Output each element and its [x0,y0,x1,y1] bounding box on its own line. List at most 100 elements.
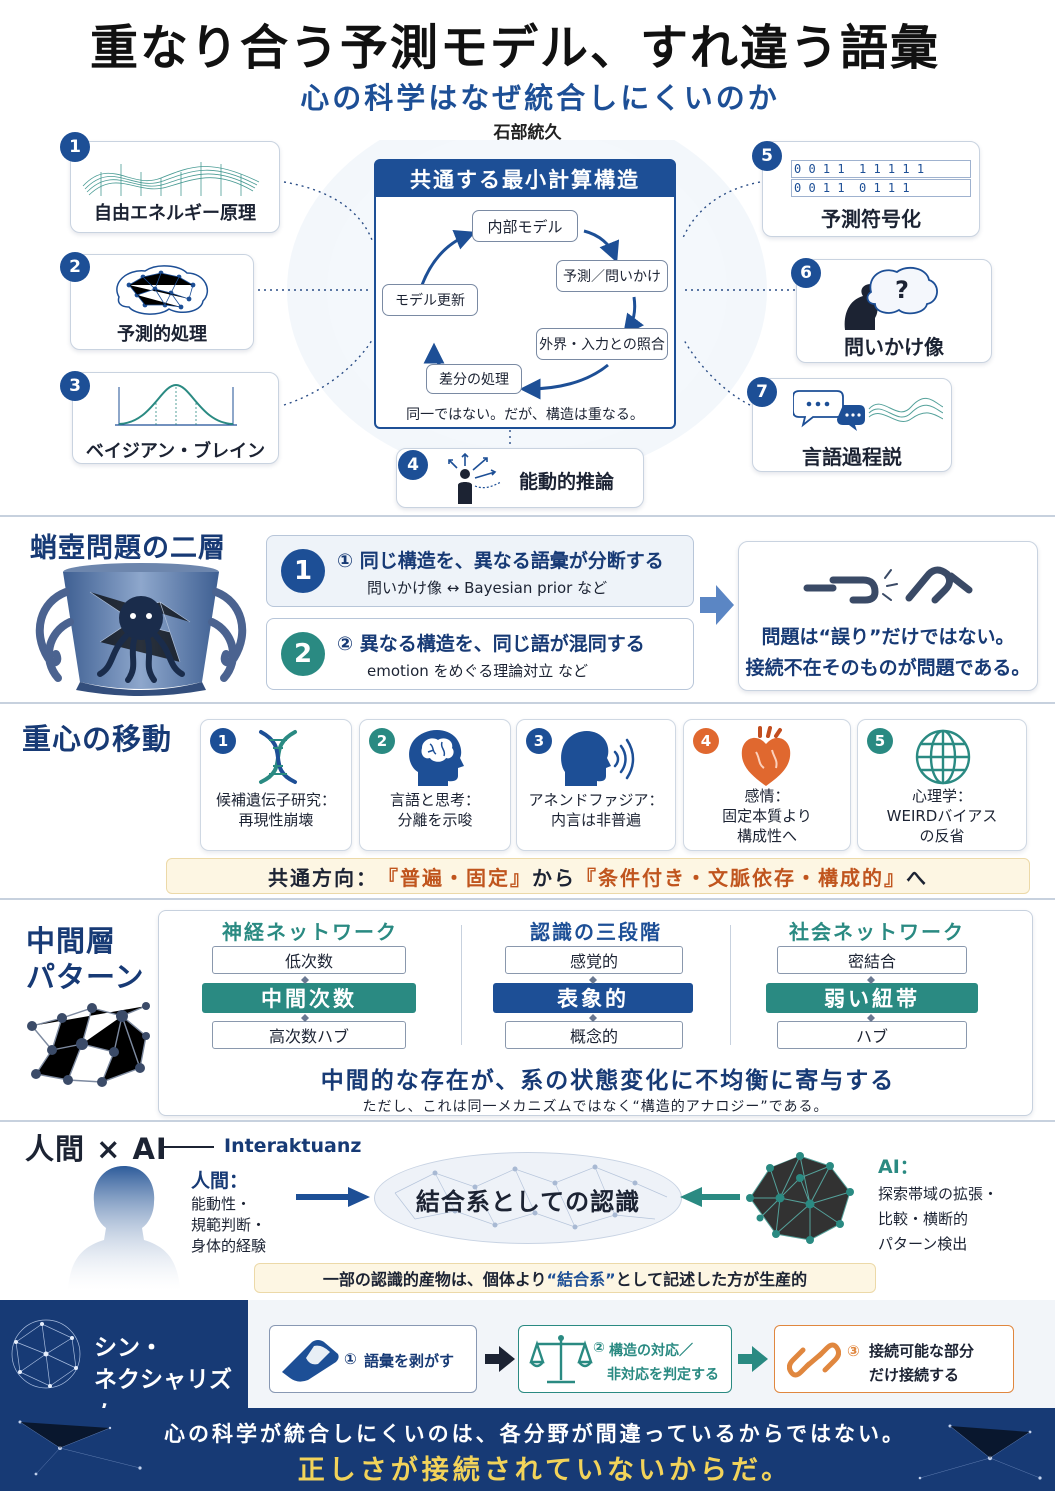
human-ai-title-line [160,1146,214,1148]
ai-trait-3: パターン検出 [878,1235,968,1253]
core-node-compare: 外界・入力との照合 [536,328,668,360]
middle-col-1-top: 低次数 [212,946,406,974]
ai-trait-2: 比較・横断的 [878,1210,969,1228]
syncretism-step-3-num: ③ [847,1342,860,1360]
theory-label-7: 言語過程説 [802,445,902,469]
human-silhouette-icon [68,1166,180,1290]
theory-num-1: 1 [60,132,90,162]
theory-label-4: 能動的推論 [519,471,615,493]
shift-text-2: 言語と思考： 分離を示唆 [389,791,480,829]
ai-label: AI： [878,1156,919,1178]
author: 石部統久 [493,123,562,143]
shift-num-1: 1 [210,728,236,754]
octopus-item-2-sub: emotion をめぐる理論対立 など [367,662,588,680]
syncretism-step-3-line2: だけ接続する [869,1366,960,1384]
syncretism-step-1: ① 語彙を剥がす [269,1325,477,1393]
core-node-predict: 予測／問いかけ [556,260,668,292]
shift-card-1: 1 候補遺伝子研究： 再現性崩壊 [200,719,352,851]
middle-col-divider [461,925,462,1045]
syncretism-title-2: ネクシャリズム [94,1367,232,1408]
heart-icon [741,726,791,786]
arrow-right-icon [700,585,734,625]
page-subtitle: 心の科学はなぜ統合しにくいのか [300,81,780,115]
human-ai-banner-prefix: 一部の認識的産物は、個体より [322,1270,547,1289]
core-caption: 同一ではない。だが、構造は重なる。 [406,407,644,423]
binary-row-1: 0 0 1 1 1 1 1 1 1 [791,160,971,178]
human-ai-banner-highlight: “結合系” [546,1270,616,1289]
page-title: 重なり合う予測モデル、すれ違う語彙 [89,20,940,76]
core-structure-title: 共通する最小計算構造 [376,161,674,197]
network-graph-icon [27,1002,150,1087]
shift-num-3: 3 [526,728,552,754]
octopus-item-2: 2 ② 異なる構造を、同じ語が混同する emotion をめぐる理論対立 など [266,618,694,690]
core-cycle-arrows [420,229,644,400]
brain-network-icon [116,265,208,315]
footer-line-1: 心の科学が統合しにくいのは、各分野が間違っているからではない。 [164,1422,906,1446]
shift-num-5: 5 [867,728,893,754]
octopus-item-1-badge: 1 [281,549,325,593]
footer-banner: 心の科学が統合しにくいのは、各分野が間違っているからではない。 正しさが接続され… [0,1408,1055,1491]
syncretism-step-2-line2: 非対応を判定する [607,1367,719,1383]
theory-num-2: 2 [60,252,90,282]
human-ai-banner-suffix: として記述した方が生産的 [615,1270,808,1289]
constellation-globe-icon [11,1319,81,1389]
head-question-icon: ? [844,266,938,330]
core-node-model: 内部モデル [472,210,578,242]
middle-col-1-mid: 中間次数 [202,983,416,1013]
middle-col-3-mid: 弱い紐帯 [766,983,978,1013]
octopus-item-1: 1 ① 同じ構造を、異なる語彙が分断する 問いかけ像 ↔ Bayesian pr… [266,535,694,607]
middle-col-2-mid: 表象的 [493,983,693,1013]
octopus-conclusion-line1: 問題は“誤り”だけではない。 [761,626,1015,648]
middle-pattern-panel [158,910,1033,1116]
wave-surface-icon [82,162,260,196]
ai-network-sphere-icon [746,1152,854,1244]
octopus-item-1-sub: 問いかけ像 ↔ Bayesian prior など [367,579,608,597]
theory-card-5: 0 0 1 1 1 1 1 1 1 0 0 1 1 0 1 1 1 予測符号化 [762,141,980,237]
shift-direction-mid: から [532,865,576,890]
shift-direction-to: 『条件付き・文脈依存・構成的』 [576,865,906,890]
middle-section-title-1: 中間層 [26,924,117,958]
section-divider [0,1120,1055,1122]
core-structure-box: 共通する最小計算構造 内部モデル 予測／問いかけ 外界・入力との照合 差分の処理… [374,159,676,429]
arrow-to-center-icon [296,1187,370,1207]
middle-col-2-top: 感覚的 [505,946,683,974]
theory-card-1: 自由エネルギー原理 [70,141,280,233]
peel-icon [282,1340,339,1382]
octopus-conclusion-card: 問題は“誤り”だけではない。 接続不在そのものが問題である。 [738,541,1038,691]
shift-direction-banner: 共通方向：『普遍・固定』から『条件付き・文脈依存・構成的』へ [166,858,1030,894]
shift-text-5: 心理学： WEIRDバイアス の反省 [886,787,998,845]
scale-icon [529,1335,593,1384]
coupled-system-label: 結合系としての認識 [415,1188,641,1216]
person-arrows-icon [448,452,502,504]
shift-direction-suffix: へ [906,865,928,890]
syncretism-step-1-text: 語彙を剥がす [364,1352,455,1370]
syncretism-step-2-line1: 構造の対応／ [609,1343,693,1359]
ai-trait-1: 探索帯域の拡張・ [878,1185,999,1203]
step-arrow-icon [738,1346,768,1372]
bell-curve-icon [115,383,237,426]
human-label: 人間： [191,1170,249,1192]
svg-text:?: ? [895,276,909,304]
core-node-error: 差分の処理 [426,364,522,394]
brain-head-icon [409,729,464,786]
shift-card-3: 3 アネンドファジア： 内言は非普遍 [516,719,676,851]
shift-num-2: 2 [369,728,395,754]
octopus-item-2-title: ② 異なる構造を、同じ語が混同する [337,633,645,655]
speech-bubbles-icon [793,390,943,431]
syncretism-step-3-line1: 接続可能な部分 [869,1342,975,1360]
octopus-pot-icon [35,563,247,696]
syncretism-title-1: シン・ [94,1335,163,1361]
middle-connectors [301,976,875,1022]
syncretism-step-3: ③ 接続可能な部分 だけ接続する [774,1325,1014,1393]
theory-label-5: 予測符号化 [821,207,921,231]
octopus-item-2-badge: 2 [281,632,325,676]
theory-num-4: 4 [398,450,428,480]
shift-direction-prefix: 共通方向： [268,865,378,890]
octopus-conclusion-line2: 接続不在そのものが問題である。 [745,657,1031,679]
footer-line-2: 正しさが接続されていないからだ。 [297,1455,793,1486]
middle-section-title-2: パターン [26,960,145,994]
coupled-system-ellipse: 結合系としての認識 [374,1152,682,1244]
middle-col-2-bottom: 概念的 [505,1021,683,1049]
human-trait-2: 規範判断・ [191,1216,267,1234]
shift-num-4: 4 [693,728,719,754]
